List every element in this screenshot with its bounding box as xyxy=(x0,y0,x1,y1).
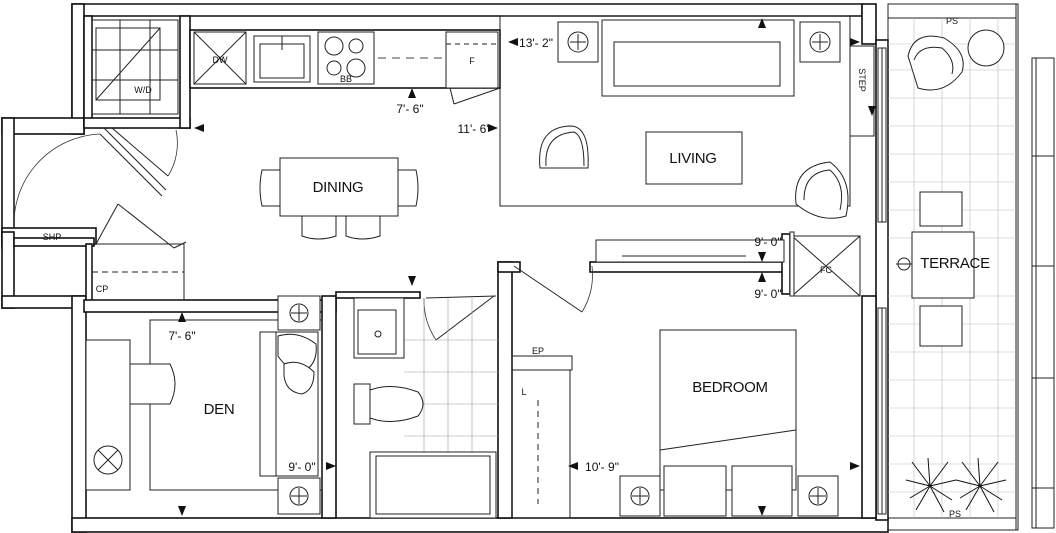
dimension-labels: 7'- 6" 13'- 2" 11'- 6" 9'- 0" 9'- 0" 7'-… xyxy=(168,36,781,474)
dim-living-width: 13'- 2" xyxy=(519,36,553,50)
room-labels: DINING LIVING DEN BEDROOM TERRACE xyxy=(204,150,991,418)
bathroom-fixtures xyxy=(353,297,498,519)
den-furniture xyxy=(85,295,323,515)
label-fan-coil: FC xyxy=(820,265,832,275)
dim-kitchen-run: 7'- 6" xyxy=(396,102,423,116)
hall-closet-door xyxy=(111,127,178,177)
dim-bedroom-top: 9'- 0" xyxy=(754,235,781,249)
dim-bedroom-depth: 9'- 0" xyxy=(754,287,781,301)
dim-living-depth: 11'- 6" xyxy=(457,122,490,136)
label-step: STEP xyxy=(857,68,867,92)
label-fridge: F xyxy=(469,56,475,66)
label-cooktop: BB xyxy=(340,74,352,84)
label-electrical-panel: EP xyxy=(532,346,544,356)
room-label-terrace: TERRACE xyxy=(920,255,990,272)
living-furniture xyxy=(499,15,875,219)
room-label-bedroom: BEDROOM xyxy=(692,379,767,396)
label-washer-dryer: W/D xyxy=(134,85,152,95)
bedroom-door xyxy=(513,265,593,313)
entry-door xyxy=(13,127,167,229)
fixture-labels: W/D DW BB F SHP CP FC EP L STEP PS PS xyxy=(43,16,961,519)
room-label-living: LIVING xyxy=(669,150,716,167)
dimension-arrows xyxy=(178,18,876,516)
room-label-den: DEN xyxy=(204,401,235,418)
label-linen: L xyxy=(521,387,526,397)
kitchen-fridge-door xyxy=(449,87,501,105)
kitchen-counter xyxy=(193,31,499,89)
label-shoe-closet: SHP xyxy=(43,232,62,242)
terrace-furniture xyxy=(896,29,1007,513)
closet-door xyxy=(91,203,187,301)
terrace-sliding-doors xyxy=(877,47,887,515)
label-planter-bottom: PS xyxy=(949,509,961,519)
dining-furniture xyxy=(259,157,419,240)
dim-den-depth: 9'- 0" xyxy=(288,460,315,474)
label-closet-pantry: CP xyxy=(96,284,109,294)
bathroom-door xyxy=(423,295,497,341)
washer-dryer xyxy=(91,19,179,115)
dim-bedroom-width: 10'- 9" xyxy=(585,460,619,474)
bedroom-furniture xyxy=(537,329,839,517)
exterior-walls xyxy=(1,3,1055,533)
fan-coil-unit xyxy=(791,235,861,297)
label-planter-top: PS xyxy=(946,16,958,26)
room-label-dining: DINING xyxy=(313,179,364,196)
bedroom-shelf xyxy=(595,239,785,263)
label-dishwasher: DW xyxy=(213,55,228,65)
dim-den-width: 7'- 6" xyxy=(168,329,195,343)
